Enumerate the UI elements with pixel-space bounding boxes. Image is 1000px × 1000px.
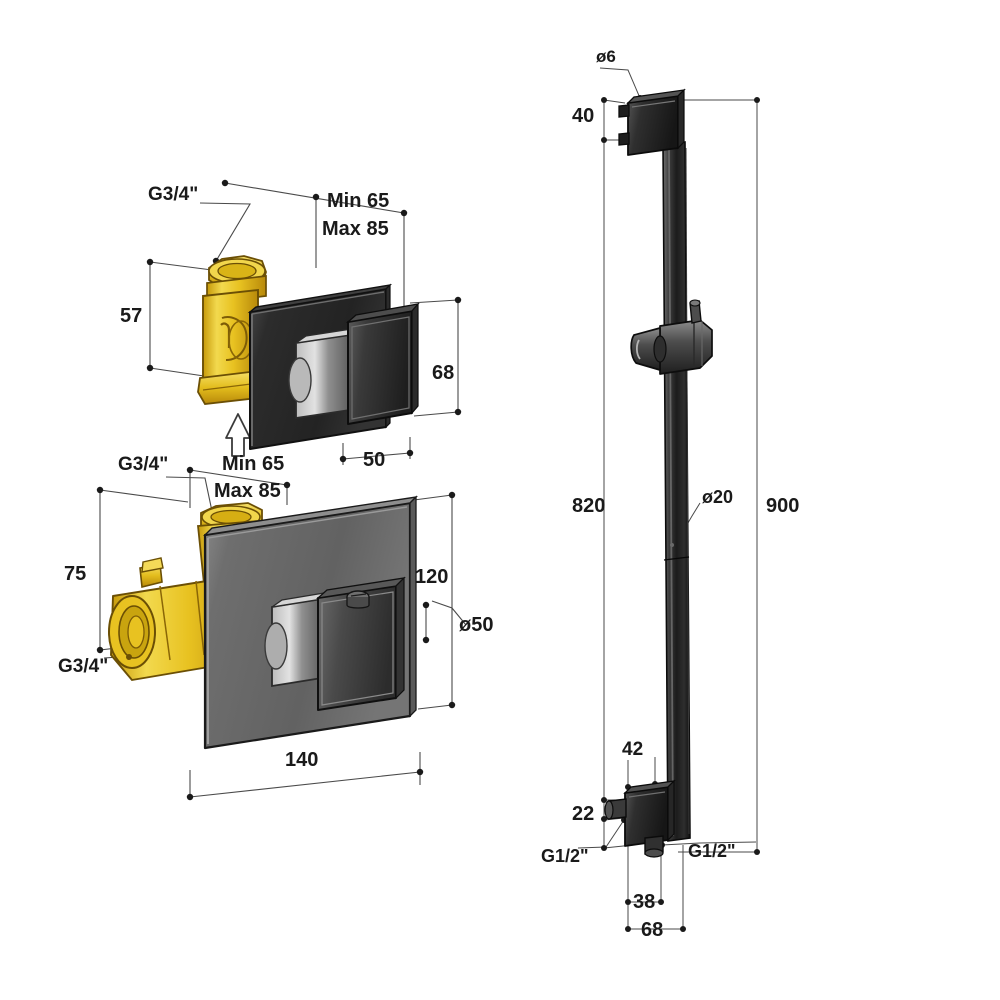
lower-label-d50: ø50 <box>459 614 493 636</box>
rail-bottom-bracket <box>604 779 676 858</box>
rail-label-40: 40 <box>572 105 594 127</box>
lower-label-g34-bottom: G3/4" <box>58 656 108 677</box>
lower-label-75: 75 <box>64 563 86 585</box>
lower-handle-stem <box>264 590 333 688</box>
rail-label-d6: ø6 <box>596 47 616 66</box>
rail-label-22: 22 <box>572 803 594 825</box>
rail-label-g12-left: G1/2" <box>541 846 589 866</box>
rail-label-900: 900 <box>766 495 799 517</box>
rail-label-68: 68 <box>641 919 663 941</box>
upper-dimension-lines <box>149 182 459 465</box>
rail-label-g12-right: G1/2" <box>688 841 736 861</box>
upper-label-68: 68 <box>432 362 454 384</box>
rail-top-bracket <box>618 88 686 156</box>
upper-brass-valve-body <box>197 255 267 405</box>
upper-assembly: G3/4" Min 65 Max 85 57 68 50 <box>120 179 462 471</box>
slide-rail-assembly: ø6 40 820 ø20 900 42 22 G1/2" G1/2" 38 6… <box>541 47 799 941</box>
upper-dimension-ticks <box>146 179 462 463</box>
rail-label-42: 42 <box>622 739 643 760</box>
lower-label-120: 120 <box>415 566 448 588</box>
lower-label-g34-top: G3/4" <box>118 454 168 475</box>
rail-label-820: 820 <box>572 495 605 517</box>
lower-handle-knob <box>315 576 406 711</box>
upper-label-57: 57 <box>120 305 142 327</box>
lower-label-140: 140 <box>285 749 318 771</box>
flow-direction-arrow <box>225 413 251 457</box>
rail-label-d20: ø20 <box>702 487 733 507</box>
lower-dimension-ticks <box>96 466 456 801</box>
rail-handset-holder <box>630 299 713 375</box>
upper-label-min65: Min 65 <box>327 190 389 212</box>
rail-label-38: 38 <box>633 891 655 913</box>
rail-tube <box>662 141 691 842</box>
upper-label-g34: G3/4" <box>148 184 198 205</box>
upper-handle-cap <box>345 302 420 425</box>
lower-label-max85: Max 85 <box>214 480 281 502</box>
upper-label-50: 50 <box>363 449 385 471</box>
upper-label-max85: Max 85 <box>322 218 389 240</box>
lower-assembly: G3/4" Min 65 Max 85 75 G3/4" 120 ø50 140 <box>58 453 493 801</box>
lower-label-min65: Min 65 <box>222 453 284 475</box>
